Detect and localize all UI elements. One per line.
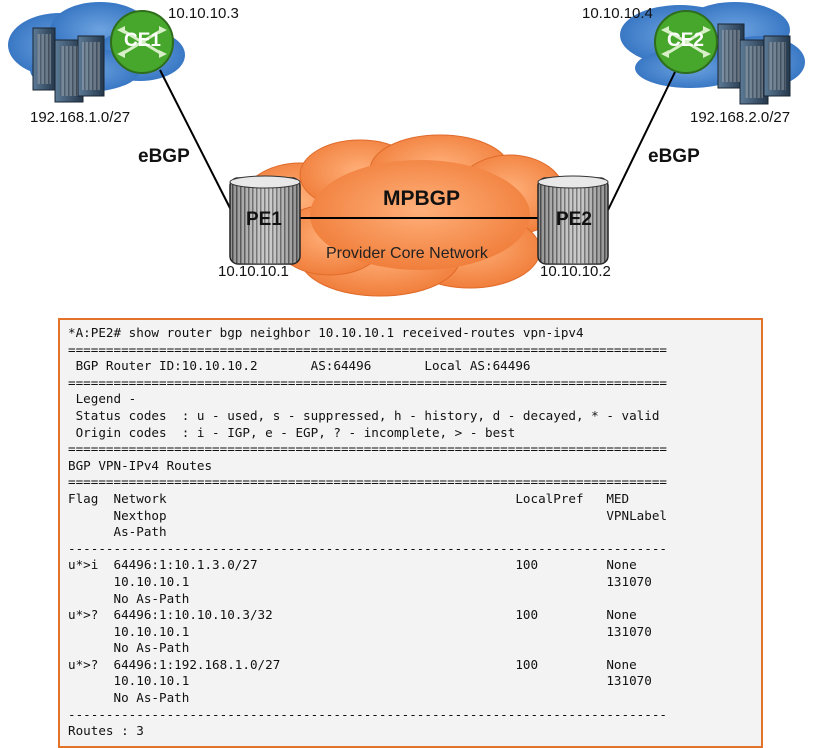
route-row: No As-Path <box>68 590 190 606</box>
provider-core-label: Provider Core Network <box>326 245 488 262</box>
route-row: 10.10.10.1 131070 <box>68 673 652 689</box>
status-codes-line: Status codes : u - used, s - suppressed,… <box>68 407 660 423</box>
ce1-ip: 10.10.10.3 <box>168 5 239 22</box>
link-ce1-pe1 <box>159 69 233 213</box>
table-header: Nexthop VPNLabel <box>68 507 667 523</box>
separator-line: ========================================… <box>68 474 667 490</box>
router-id-line: BGP Router ID:10.10.10.2 AS:64496 Local … <box>68 358 531 374</box>
route-row: No As-Path <box>68 690 190 706</box>
separator-line: ========================================… <box>68 341 667 357</box>
pe1-router-icon <box>229 175 301 265</box>
ebgp-right-label: eBGP <box>648 146 700 167</box>
route-row: 10.10.10.1 131070 <box>68 573 652 589</box>
ce1-subnet: 192.168.1.0/27 <box>30 109 131 126</box>
pe1-label: PE1 <box>246 209 282 230</box>
pe2-ip: 10.10.10.2 <box>540 263 611 280</box>
origin-codes-line: Origin codes : i - IGP, e - EGP, ? - inc… <box>68 424 516 440</box>
divider-line: ----------------------------------------… <box>68 706 667 722</box>
ce2-router-icon <box>654 10 718 74</box>
cli-output-text: *A:PE2# show router bgp neighbor 10.10.1… <box>60 320 761 740</box>
ce1-router-icon <box>110 10 174 74</box>
pe2-router-icon <box>537 175 609 265</box>
route-row: u*>? 64496:1:10.10.10.3/32 100 None <box>68 607 637 623</box>
legend-title: Legend - <box>68 391 137 407</box>
pe2-label: PE2 <box>556 209 592 230</box>
pe1-ip: 10.10.10.1 <box>218 263 289 280</box>
separator-line: ========================================… <box>68 374 667 390</box>
network-topology-diagram <box>8 2 805 297</box>
server-rack-icon <box>32 27 105 103</box>
route-row: No As-Path <box>68 640 190 656</box>
route-row: 10.10.10.1 131070 <box>68 623 652 639</box>
separator-line: ========================================… <box>68 441 667 457</box>
table-header: As-Path <box>68 524 167 540</box>
link-pe2-ce2 <box>607 71 676 211</box>
ce2-ip: 10.10.10.4 <box>582 5 653 22</box>
provider-core-cloud <box>239 134 566 297</box>
mpbgp-label: MPBGP <box>383 187 461 210</box>
ce2-subnet: 192.168.2.0/27 <box>690 109 791 126</box>
cli-output-panel: *A:PE2# show router bgp neighbor 10.10.1… <box>58 318 763 748</box>
server-rack-icon <box>717 23 791 105</box>
route-row: u*>? 64496:1:192.168.1.0/27 100 None <box>68 656 637 672</box>
route-row: u*>i 64496:1:10.1.3.0/27 100 None <box>68 557 637 573</box>
table-header: Flag Network LocalPref MED <box>68 490 630 506</box>
ce2-label: CE2 <box>667 30 704 51</box>
cli-command-line: *A:PE2# show router bgp neighbor 10.10.1… <box>68 325 584 340</box>
ebgp-left-label: eBGP <box>138 146 190 167</box>
routes-section-title: BGP VPN-IPv4 Routes <box>68 457 213 473</box>
divider-line: ----------------------------------------… <box>68 540 667 556</box>
ce1-label: CE1 <box>124 30 161 51</box>
routes-count: Routes : 3 <box>68 723 144 739</box>
customer-site-left <box>8 2 185 103</box>
